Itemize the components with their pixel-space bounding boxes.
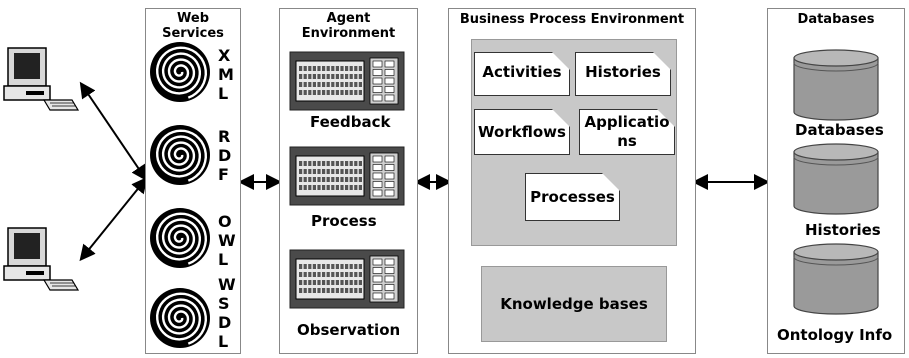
store-databases-label: Databases (795, 121, 884, 139)
knowledge-bases-label: Knowledge bases (500, 295, 648, 313)
protocol-letters-rdf: R D F (218, 127, 232, 184)
client-computer-icon (3, 227, 80, 291)
protocol-letters-xml: X M L (218, 46, 234, 103)
databases-title: Databases (797, 12, 875, 27)
knowledge-bases-box: Knowledge bases (481, 266, 667, 342)
arrow-client1-webservices (79, 81, 148, 182)
doc-histories: Histories (575, 52, 671, 96)
doc-applications: Applicatio ns (579, 109, 675, 155)
protocol-letters-owl: O W L (218, 212, 236, 269)
agent-module-observation: Observation (297, 321, 401, 339)
doc-workflows: Workflows (474, 109, 570, 155)
doc-activities: Activities (474, 52, 570, 96)
arrow-client2-webservices (79, 176, 148, 262)
client-computer-icon (3, 47, 80, 111)
web-services-title: Web Services (162, 11, 224, 41)
agent-module-process: Process (311, 212, 377, 230)
doc-processes: Processes (525, 173, 620, 221)
databases-panel: Databases (767, 8, 905, 354)
agent-environment-panel: Agent Environment (279, 8, 418, 354)
store-histories-label: Histories (805, 221, 881, 239)
protocol-letters-wsdl: W S D L (218, 275, 236, 351)
business-process-title: Business Process Environment (459, 12, 685, 27)
agent-module-feedback: Feedback (310, 113, 391, 131)
agent-environment-title: Agent Environment (301, 11, 396, 41)
store-ontology-label: Ontology Info (777, 326, 893, 344)
